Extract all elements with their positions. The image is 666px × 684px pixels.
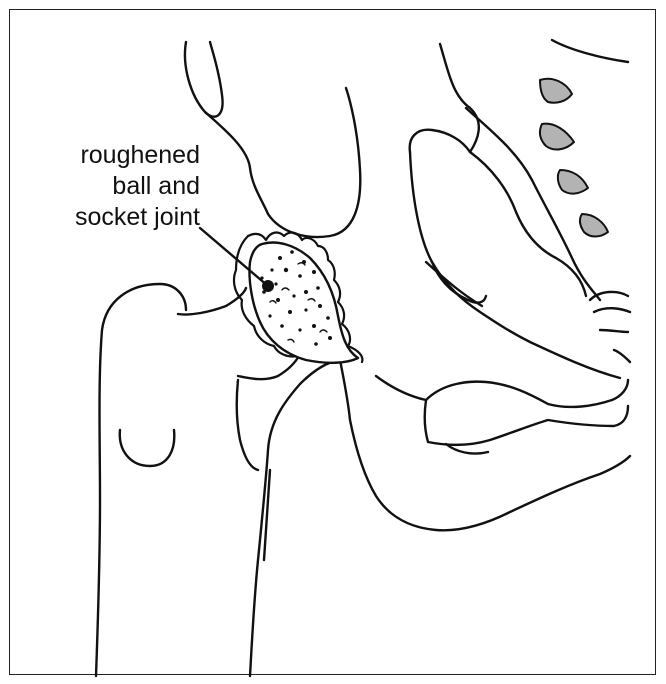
joint-label: roughened ball and socket joint [20, 140, 200, 233]
pubic-ramus [432, 262, 486, 303]
sacrum-curve [466, 108, 600, 300]
femur-shaft-left [96, 284, 186, 676]
ischium [340, 360, 630, 530]
obturator-top [426, 380, 628, 407]
ilium-outline [185, 42, 223, 117]
pelvis-inner [410, 152, 620, 378]
trochanter-line [120, 430, 175, 466]
label-line-3: socket joint [20, 202, 200, 233]
obturator [376, 376, 628, 445]
vertebra-2 [540, 124, 574, 150]
label-pointer-dot [262, 280, 274, 292]
vertebra-1 [540, 79, 572, 103]
vertebra-4 [580, 214, 608, 237]
label-line-2: ball and [20, 171, 200, 202]
vertebra-3 [558, 170, 588, 194]
label-line-1: roughened [20, 140, 200, 171]
pelvis-floor [426, 262, 482, 306]
sacrum-outline [552, 40, 628, 62]
ilium-crest [205, 88, 360, 237]
neck-lower [237, 380, 258, 470]
coccyx [590, 292, 630, 362]
femur-outer [250, 360, 340, 676]
neck-upper [238, 354, 300, 379]
pelvis-outer [410, 44, 479, 152]
